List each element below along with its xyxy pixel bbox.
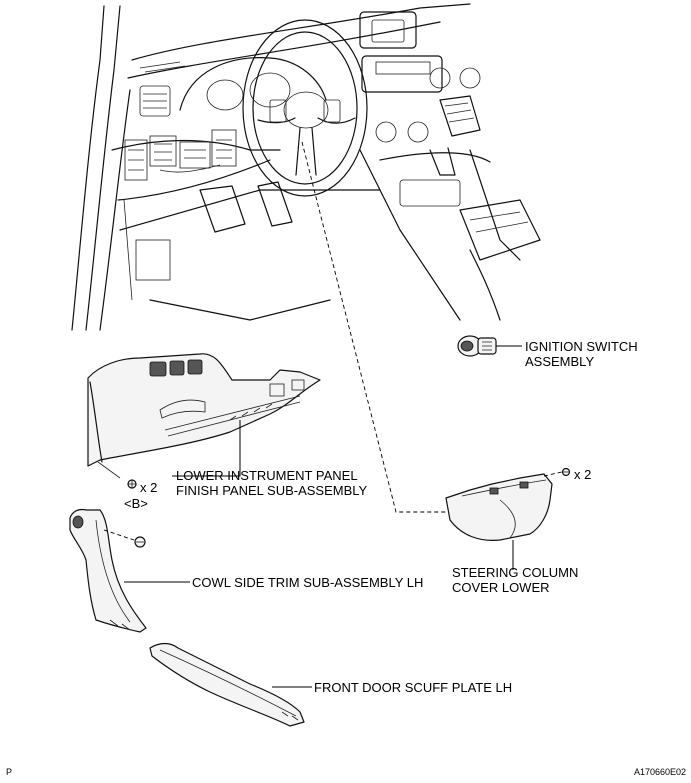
steering-cover-label-line2: COVER LOWER xyxy=(452,580,550,595)
steering-cover-label-line1: STEERING COLUMN xyxy=(452,565,579,580)
ignition-switch-part xyxy=(457,335,497,357)
steering-column-cover-part xyxy=(445,473,553,541)
cover-screw-guide xyxy=(543,471,563,477)
clip-part xyxy=(97,461,137,489)
cover-screw-part xyxy=(561,467,571,477)
figure-code: A170660E02 xyxy=(634,767,687,777)
scuff-plate-label: FRONT DOOR SCUFF PLATE LH xyxy=(314,680,513,695)
lower-panel-label-line1: LOWER INSTRUMENT PANEL xyxy=(176,468,358,483)
scuff-plate-part xyxy=(149,642,305,727)
cowl-trim-label: COWL SIDE TRIM SUB-ASSEMBLY LH xyxy=(192,575,424,590)
clip-count-label: x 2 xyxy=(140,480,158,495)
cowl-clip-guide xyxy=(103,529,135,541)
screw-count-label: x 2 xyxy=(574,467,592,482)
dashboard-overview-illustration xyxy=(71,3,541,331)
ignition-switch-label-line1: IGNITION SWITCH xyxy=(525,339,638,354)
cowl-side-trim-part xyxy=(69,508,147,633)
ignition-switch-label: IGNITION SWITCH ASSEMBLY xyxy=(525,339,638,369)
steering-cover-label: STEERING COLUMN COVER LOWER xyxy=(452,565,578,595)
lower-panel-leader xyxy=(172,420,241,477)
lower-finish-panel-part xyxy=(87,353,321,467)
clip-ref-label: <B> xyxy=(124,496,148,511)
ignition-switch-label-line2: ASSEMBLY xyxy=(525,354,595,369)
corner-mark-left: P xyxy=(6,767,13,777)
lower-panel-label: LOWER INSTRUMENT PANEL FINISH PANEL SUB-… xyxy=(176,468,367,498)
lower-panel-label-line2: FINISH PANEL SUB-ASSEMBLY xyxy=(176,483,368,498)
assembly-guide-line xyxy=(301,141,446,513)
cowl-clip-part xyxy=(134,536,146,548)
